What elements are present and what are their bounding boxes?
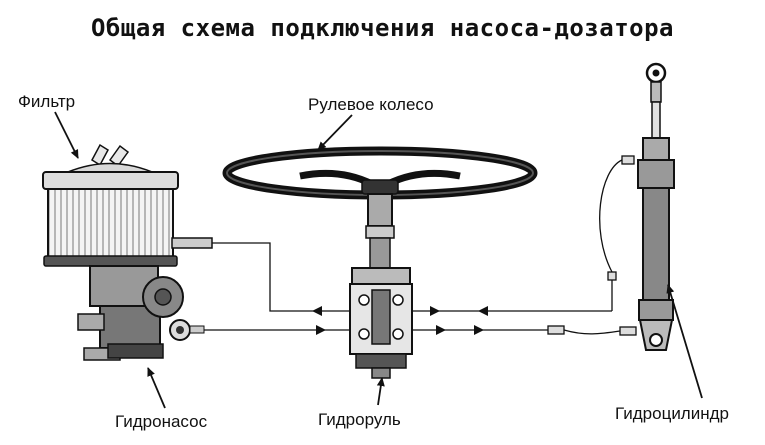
diagram-title: Общая схема подключения насоса-дозатора (90, 14, 675, 42)
steering-wheel-icon (222, 146, 538, 269)
label-filter: Фильтр (18, 92, 76, 111)
label-steering-wheel: Рулевое колесо (308, 95, 434, 114)
steering-unit-icon (349, 267, 413, 379)
label-pump: Гидронасос (115, 412, 208, 431)
label-cylinder: Гидроцилиндр (615, 404, 729, 423)
hydraulic-cylinder-icon (637, 62, 675, 351)
hydraulic-pump-icon (77, 265, 205, 361)
flow-arrow-icon (312, 306, 488, 335)
label-steering-unit: Гидроруль (318, 410, 401, 429)
hydraulic-lines (204, 155, 637, 336)
leader-lines (54, 111, 703, 409)
filter-icon (42, 143, 213, 267)
